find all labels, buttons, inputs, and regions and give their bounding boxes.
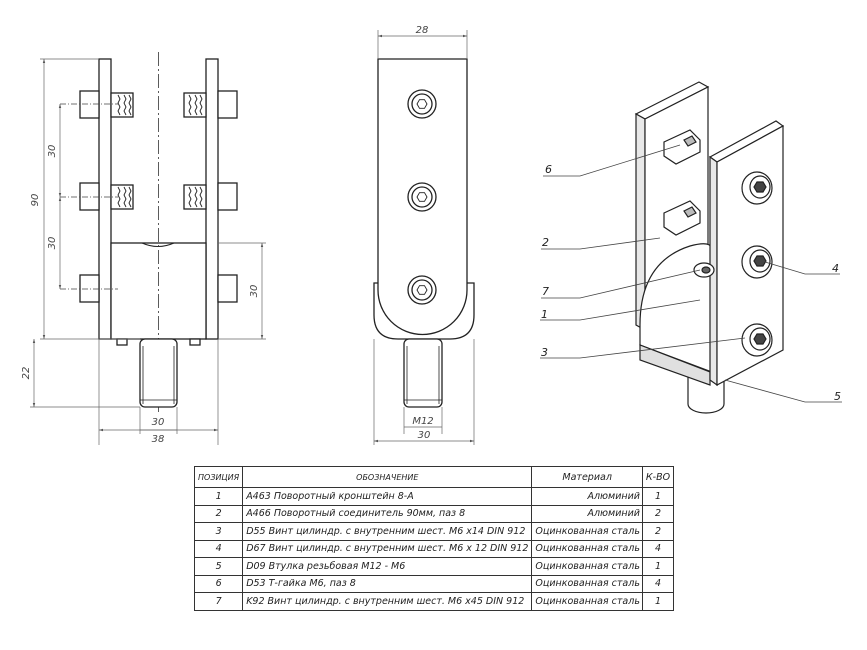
bom-designation: D53 Т-гайка М6, паз 8 <box>242 574 533 593</box>
bom-header-material: Материал <box>531 466 643 488</box>
table-row: 4 D67 Винт цилиндр. с внутренним шест. М… <box>193 539 675 558</box>
callout-3: 3 <box>541 346 548 359</box>
bom-header-row: ПОЗИЦИЯ ОБОЗНАЧЕНИЕ Материал К-ВО <box>193 466 675 488</box>
dim-front-width-top: 28 <box>416 25 429 36</box>
bom-quantity: 1 <box>641 557 675 576</box>
bom-designation: D09 Втулка резьбовая М12 - М6 <box>242 557 533 576</box>
bom-position: 3 <box>193 522 244 541</box>
front-screw-top <box>407 89 437 119</box>
side-t-nut-right-lower <box>183 184 207 210</box>
side-right-plate <box>205 58 219 340</box>
bom-material: Алюминий <box>531 504 643 523</box>
bom-position: 1 <box>193 487 244 506</box>
bom-position: 7 <box>193 592 244 611</box>
dim-side-total-width: 38 <box>152 434 165 445</box>
bom-position: 6 <box>193 574 244 593</box>
bom-material: Оцинкованная сталь <box>531 522 643 541</box>
leader-6 <box>543 144 681 177</box>
bom-quantity: 4 <box>641 539 675 558</box>
callout-5: 5 <box>834 390 841 403</box>
bom-header-position: ПОЗИЦИЯ <box>193 466 244 488</box>
bom-designation: K92 Винт цилиндр. с внутренним шест. М6 … <box>242 592 533 611</box>
bom-material: Алюминий <box>531 487 643 506</box>
bom-position: 2 <box>193 504 244 523</box>
iso-screw-top <box>741 171 773 205</box>
front-view-dimensions <box>373 30 475 445</box>
side-dim-labels: 90 30 30 30 22 30 38 <box>21 145 260 445</box>
callout-4: 4 <box>832 262 839 275</box>
iso-screw-middle <box>741 245 773 279</box>
bom-header-designation: ОБОЗНАЧЕНИЕ <box>242 466 533 488</box>
iso-screw-long <box>693 262 715 278</box>
leader-5 <box>724 379 842 403</box>
callout-labels: 6 2 7 1 3 4 5 <box>541 163 841 403</box>
bom-material: Оцинкованная сталь <box>531 557 643 576</box>
bom-material: Оцинкованная сталь <box>531 539 643 558</box>
table-row: 5 D09 Втулка резьбовая М12 - М6 Оцинкова… <box>193 557 675 576</box>
dim-side-height: 90 <box>30 194 41 207</box>
bom-position: 5 <box>193 557 244 576</box>
bom-designation: A463 Поворотный кронштейн 8-А <box>242 487 533 506</box>
callout-2: 2 <box>542 236 549 249</box>
side-view <box>60 52 238 412</box>
front-dim-labels: 28 M12 30 <box>412 25 433 441</box>
dim-front-thread: M12 <box>412 416 433 427</box>
side-t-nut-right-upper <box>183 92 207 118</box>
bom-quantity: 4 <box>641 574 675 593</box>
iso-screw-bottom <box>741 323 773 357</box>
side-t-nut-left-upper <box>110 92 134 118</box>
technical-drawing: 90 30 30 30 22 30 38 <box>21 25 842 445</box>
iso-t-nut-lower <box>663 200 701 236</box>
table-row: 2 A466 Поворотный соединитель 90мм, паз … <box>193 504 675 523</box>
bom-designation: A466 Поворотный соединитель 90мм, паз 8 <box>242 504 533 523</box>
isometric-view <box>634 81 785 414</box>
side-view-dimensions <box>30 58 266 445</box>
front-screw-middle <box>407 182 437 212</box>
bom-designation: D67 Винт цилиндр. с внутренним шест. М6 … <box>242 539 533 558</box>
leader-1 <box>540 299 701 321</box>
bom-quantity: 2 <box>641 504 675 523</box>
bom-quantity: 1 <box>641 592 675 611</box>
front-view <box>373 58 475 408</box>
bom-position: 4 <box>193 539 244 558</box>
iso-t-nut-upper <box>663 129 701 165</box>
front-plate <box>377 58 468 336</box>
callout-6: 6 <box>545 163 552 176</box>
callout-leaders <box>540 144 842 403</box>
table-row: 1 A463 Поворотный кронштейн 8-А Алюминий… <box>193 487 675 506</box>
callout-7: 7 <box>542 285 549 298</box>
dim-side-spacing-upper: 30 <box>47 145 58 158</box>
bom-material: Оцинкованная сталь <box>531 592 643 611</box>
table-row: 6 D53 Т-гайка М6, паз 8 Оцинкованная ста… <box>193 574 675 593</box>
leader-3 <box>540 337 746 359</box>
dim-front-width-bottom: 30 <box>418 430 431 441</box>
bom-quantity: 2 <box>641 522 675 541</box>
front-screw-bottom <box>407 275 437 305</box>
leader-2 <box>541 237 661 250</box>
side-left-plate <box>98 58 112 340</box>
leader-7 <box>541 269 701 299</box>
bill-of-materials-table: ПОЗИЦИЯ ОБОЗНАЧЕНИЕ Материал К-ВО 1 A463… <box>193 466 675 611</box>
dim-side-body-height: 30 <box>249 285 260 298</box>
callout-1: 1 <box>541 308 548 321</box>
bom-quantity: 1 <box>641 487 675 506</box>
side-t-nut-left-lower <box>110 184 134 210</box>
dim-side-bushing-width: 30 <box>152 417 165 428</box>
leader-4 <box>764 261 840 275</box>
front-bushing <box>403 338 443 408</box>
dim-side-spacing-lower: 30 <box>47 237 58 250</box>
bom-material: Оцинкованная сталь <box>531 574 643 593</box>
bom-header-quantity: К-ВО <box>641 466 675 488</box>
table-row: 3 D55 Винт цилиндр. с внутренним шест. М… <box>193 522 675 541</box>
side-bushing <box>139 338 178 408</box>
dim-side-bushing-height: 22 <box>21 367 32 380</box>
bom-designation: D55 Винт цилиндр. с внутренним шест. М6 … <box>242 522 533 541</box>
table-row: 7 K92 Винт цилиндр. с внутренним шест. М… <box>193 592 675 611</box>
